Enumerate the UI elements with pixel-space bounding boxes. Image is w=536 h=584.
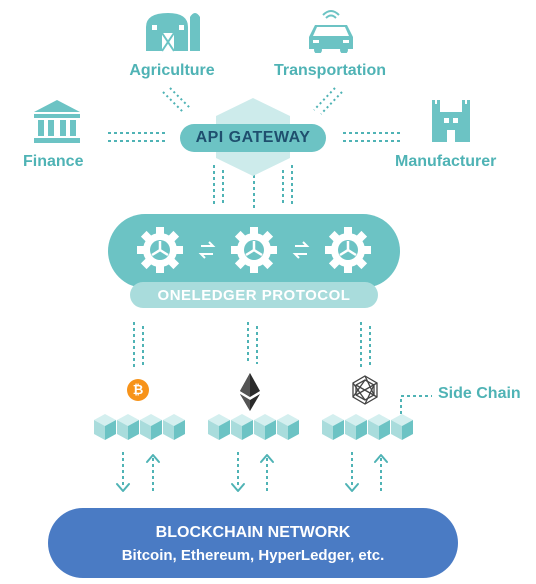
oneledger-protocol: ONELEDGER PROTOCOL <box>106 212 402 310</box>
block-cube <box>117 414 139 440</box>
block-chain-2 <box>208 414 299 440</box>
block-cube <box>322 414 344 440</box>
block-cube <box>94 414 116 440</box>
swap-arrows-icon <box>198 241 216 259</box>
connector-finance <box>108 132 165 142</box>
bitcoin-symbol: ₿ <box>132 383 144 398</box>
block-cube <box>391 414 413 440</box>
car-icon <box>309 10 353 53</box>
api-gateway: API GATEWAY <box>178 96 328 180</box>
bank-icon <box>34 100 80 143</box>
domain-finance: Finance <box>18 98 98 178</box>
network-subtitle: Bitcoin, Ethereum, HyperLedger, etc. <box>121 547 385 564</box>
gear-icon <box>137 227 183 273</box>
block-cube <box>254 414 276 440</box>
arrows-chains-network <box>122 452 382 494</box>
domain-agriculture: Agriculture <box>122 5 222 85</box>
blockchain-network: BLOCKCHAIN NETWORK Bitcoin, Ethereum, Hy… <box>47 507 459 579</box>
block-cube <box>277 414 299 440</box>
connector-side-chain <box>400 395 432 420</box>
domain-label-finance: Finance <box>23 153 84 170</box>
connector-gateway-protocol <box>213 165 293 210</box>
block-chain-1 <box>94 414 185 440</box>
gear-icon <box>325 227 371 273</box>
side-chain-label: Side Chain <box>438 385 521 402</box>
barn-icon <box>146 13 200 52</box>
domain-transportation: Transportation <box>265 5 395 85</box>
swap-arrows-icon <box>292 241 310 259</box>
block-cube <box>208 414 230 440</box>
ethereum-icon <box>240 373 260 411</box>
protocol-label: ONELEDGER PROTOCOL <box>157 287 351 304</box>
hyperledger-icon <box>352 375 378 405</box>
block-cube <box>345 414 367 440</box>
network-title: BLOCKCHAIN NETWORK <box>155 524 351 541</box>
bitcoin-icon <box>127 379 149 401</box>
block-cube <box>231 414 253 440</box>
block-cube <box>140 414 162 440</box>
protocol-icons <box>137 227 371 273</box>
network-shape <box>48 508 458 578</box>
domain-manufacturer: Manufacturer <box>392 98 517 178</box>
domain-label-manufacturer: Manufacturer <box>395 153 497 170</box>
block-cube <box>368 414 390 440</box>
chain-bitcoin: ₿ <box>126 378 150 402</box>
gear-icon <box>231 227 277 273</box>
gateway-label: API GATEWAY <box>195 129 311 146</box>
block-cube <box>163 414 185 440</box>
block-chain-3 <box>322 414 413 440</box>
connector-transportation <box>313 87 343 115</box>
factory-icon <box>432 100 470 142</box>
domain-label-transportation: Transportation <box>273 62 386 79</box>
domain-label-agriculture: Agriculture <box>129 62 215 79</box>
arrowheads <box>116 454 388 492</box>
gateway-hexagon <box>180 98 326 176</box>
connector-protocol-chains <box>133 322 371 368</box>
